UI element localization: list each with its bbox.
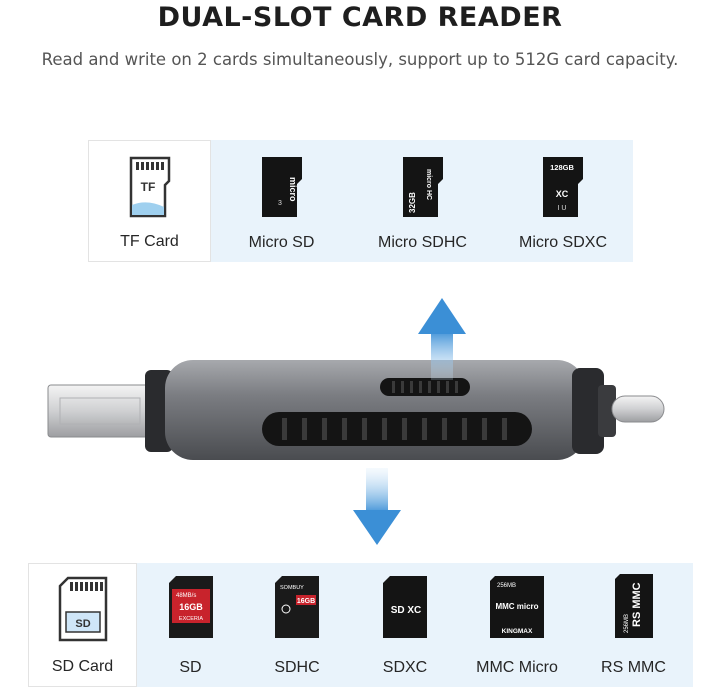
svg-text:I U: I U	[558, 205, 567, 212]
sd-tile: 48MB/s 16GB EXCERIA SD	[137, 563, 244, 687]
sdhc-card-icon: SOMBUY 16GB	[275, 576, 319, 638]
sd-card-panel: SD SD Card 48MB/s 16GB EXCERIA SD SOMBUY…	[28, 563, 693, 687]
usb-c-plug	[598, 385, 665, 437]
tf-card-label: TF Card	[120, 233, 179, 250]
micro-sdhc-card-icon: 32GB micro HC	[402, 157, 443, 217]
micro-sd-card-icon: micro 3	[261, 157, 302, 217]
svg-text:3: 3	[278, 200, 282, 207]
sd-card-tile: SD SD Card	[28, 563, 137, 687]
svg-text:micro: micro	[288, 177, 298, 202]
sd-card-red-icon: 48MB/s 16GB EXCERIA	[168, 576, 213, 638]
micro-card-slot	[380, 378, 470, 396]
svg-text:32GB: 32GB	[408, 192, 417, 213]
svg-text:TF: TF	[140, 180, 155, 194]
micro-sdxc-tile: 128GB XC I U Micro SDXC	[493, 140, 633, 262]
sdxc-label: SDXC	[382, 659, 428, 676]
micro-sdxc-label: Micro SDXC	[518, 234, 607, 251]
sdxc-card-icon: SD XC	[383, 576, 427, 638]
rs-mmc-tile: RS MMC 256MB RS MMC	[574, 563, 693, 687]
mmc-micro-tile: 256MB MMC micro KINGMAX MMC Micro	[460, 563, 574, 687]
sdhc-tile: SOMBUY 16GB SDHC	[244, 563, 350, 687]
right-cap	[572, 368, 604, 454]
sd-label: SD	[179, 659, 202, 676]
svg-text:16GB: 16GB	[179, 602, 203, 612]
svg-text:XC: XC	[556, 189, 569, 199]
arrow-up-icon	[418, 298, 466, 380]
micro-sdxc-card-icon: 128GB XC I U	[543, 157, 583, 217]
page-title: DUAL-SLOT CARD READER	[157, 2, 563, 33]
tf-card-icon: TF	[129, 156, 170, 218]
page-subtitle: Read and write on 2 cards simultaneously…	[41, 50, 679, 69]
svg-text:128GB: 128GB	[550, 163, 574, 172]
rs-mmc-label: RS MMC	[601, 659, 666, 676]
svg-text:256MB: 256MB	[624, 614, 630, 633]
micro-sdhc-label: Micro SDHC	[378, 234, 467, 251]
micro-sd-tile: micro 3 Micro SD	[211, 140, 352, 262]
micro-sd-label: Micro SD	[248, 234, 315, 251]
svg-text:48MB/s: 48MB/s	[176, 593, 196, 599]
svg-text:SOMBUY: SOMBUY	[280, 585, 304, 591]
svg-text:16GB: 16GB	[297, 598, 315, 605]
sd-card-icon: SD	[58, 576, 107, 642]
mmc-micro-card-icon: 256MB MMC micro KINGMAX	[490, 576, 544, 638]
svg-text:micro HC: micro HC	[425, 169, 432, 200]
sdxc-tile: SD XC SDXC	[350, 563, 460, 687]
micro-sdhc-tile: 32GB micro HC Micro SDHC	[352, 140, 493, 262]
arrow-down-icon	[353, 468, 401, 545]
sd-card-label: SD Card	[51, 658, 114, 675]
svg-text:RS MMC: RS MMC	[631, 582, 643, 627]
rs-mmc-card-icon: RS MMC 256MB	[614, 574, 653, 638]
usb-a-plug	[47, 384, 154, 438]
sd-card-slot	[262, 412, 532, 446]
sdhc-label: SDHC	[274, 659, 320, 676]
tf-card-tile: TF TF Card	[88, 140, 211, 262]
svg-text:KINGMAX: KINGMAX	[502, 628, 533, 635]
svg-text:SD: SD	[75, 618, 90, 630]
svg-text:EXCERIA: EXCERIA	[178, 616, 202, 622]
svg-text:MMC micro: MMC micro	[495, 602, 538, 611]
svg-text:SD XC: SD XC	[391, 605, 422, 616]
svg-text:256MB: 256MB	[497, 583, 516, 589]
micro-card-panel: TF TF Card micro 3 Micro SD 32GB micro H…	[88, 140, 633, 262]
mmc-micro-label: MMC Micro	[476, 659, 558, 676]
